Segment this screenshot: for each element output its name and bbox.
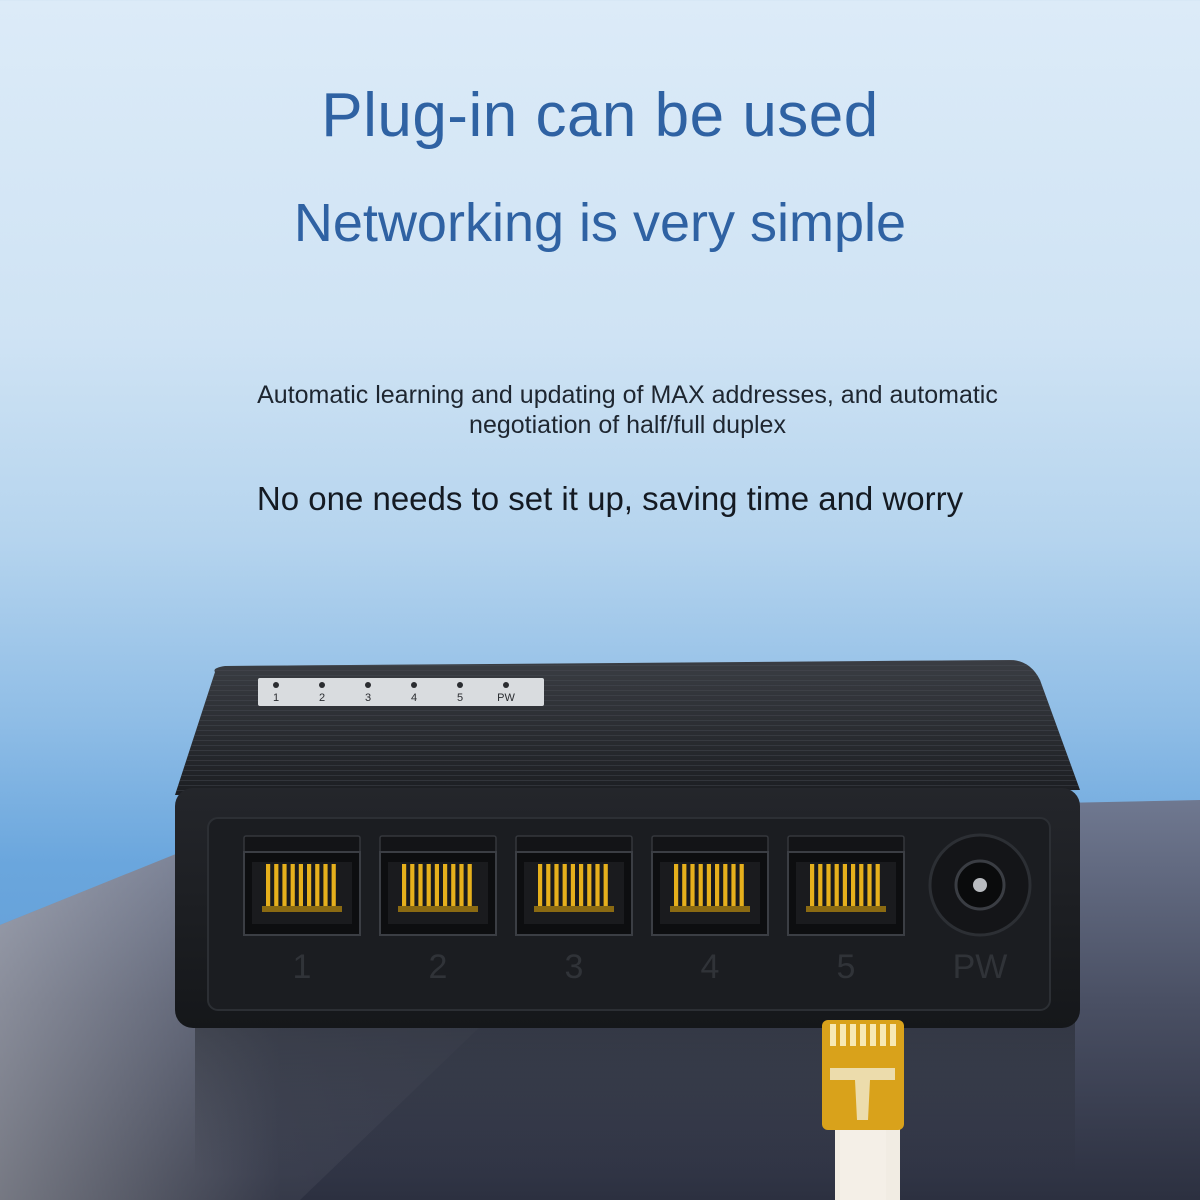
headline-line-1: Plug-in can be used (321, 81, 879, 150)
led-label: 5 (457, 692, 463, 704)
led-pw: PW (497, 682, 515, 704)
switch-reflection (195, 1015, 1075, 1175)
power-port-label: PW (953, 948, 1008, 986)
led-label: 4 (411, 692, 417, 704)
led-label: 2 (319, 692, 325, 704)
led-4: 4 (411, 682, 417, 704)
led-3: 3 (365, 682, 371, 704)
port-number-labels: 1 2 3 4 5 (293, 948, 856, 986)
rj45-port-3[interactable] (515, 835, 633, 936)
feature-description: Automatic learning and updating of MAX a… (195, 380, 1060, 440)
description-line-1: Automatic learning and updating of MAX a… (257, 381, 998, 409)
led-label: 3 (365, 692, 371, 704)
rj45-port-2[interactable] (379, 835, 497, 936)
headline-line-2: Networking is very simple (293, 193, 907, 253)
led-label: PW (497, 692, 515, 704)
port-label-2: 2 (429, 948, 448, 986)
led-indicators: 1 2 3 4 5 PW (273, 682, 515, 704)
rj45-ports (243, 835, 905, 936)
port-label-4: 4 (701, 948, 720, 986)
port-label-3: 3 (565, 948, 584, 986)
rj45-port-5[interactable] (787, 835, 905, 936)
port-label-1: 1 (293, 948, 312, 986)
rj45-port-1[interactable] (243, 835, 361, 936)
port-label-5: 5 (837, 948, 856, 986)
power-jack[interactable] (928, 833, 1032, 937)
description-line-2: negotiation of half/full duplex (469, 411, 786, 439)
rj45-port-4[interactable] (651, 835, 769, 936)
ethernet-cable (822, 1020, 904, 1200)
led-1: 1 (273, 682, 279, 704)
led-label-strip (258, 678, 544, 706)
led-5: 5 (457, 682, 463, 704)
led-label: 1 (273, 692, 279, 704)
tagline: No one needs to set it up, saving time a… (256, 480, 964, 517)
led-2: 2 (319, 682, 325, 704)
